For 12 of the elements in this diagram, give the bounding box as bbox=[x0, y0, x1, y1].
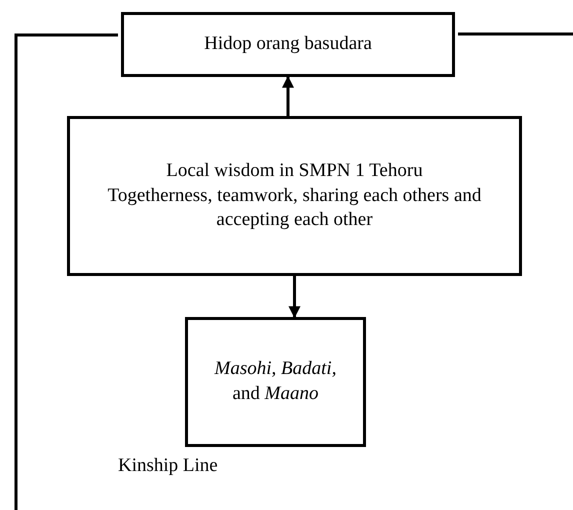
box-text: Masohi, Badati, and Maano bbox=[213, 357, 338, 406]
line-label: Kinship Line bbox=[118, 455, 218, 477]
arrow bbox=[288, 276, 300, 318]
box-text: Togetherness, teamwork, sharing each others and accepting each other bbox=[106, 184, 482, 232]
box-heading: Local wisdom in SMPN 1 Tehoru bbox=[166, 158, 423, 183]
connector-line bbox=[458, 32, 573, 36]
process-box bbox=[121, 12, 455, 77]
process-box bbox=[185, 317, 366, 447]
process-box bbox=[67, 116, 522, 276]
connector-line bbox=[14, 34, 118, 510]
box-text: Hidop orang basudara bbox=[204, 32, 372, 56]
arrow bbox=[282, 76, 294, 116]
